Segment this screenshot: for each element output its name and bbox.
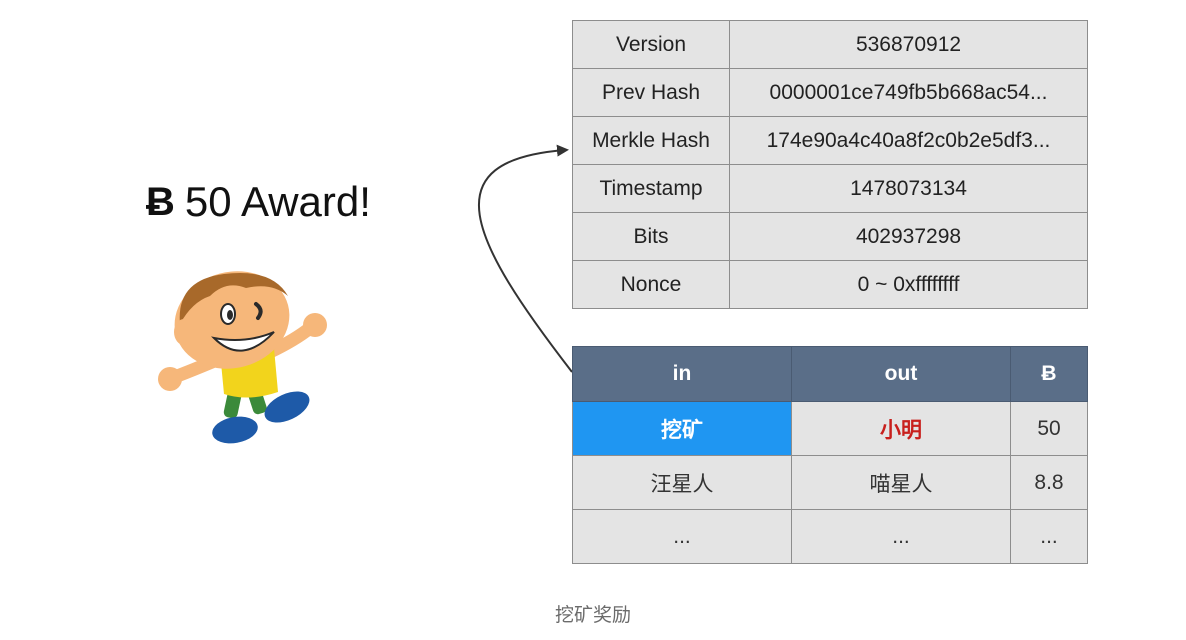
tx-output-cell: ... — [791, 509, 1011, 564]
column-header-out: out — [791, 346, 1011, 402]
table-row: Merkle Hash 174e90a4c40a8f2c0b2e5df3... — [572, 116, 1088, 165]
header-key-bits: Bits — [572, 212, 730, 261]
table-row: Version 536870912 — [572, 20, 1088, 69]
table-row: 挖矿 小明 50 — [572, 401, 1088, 456]
header-value-version: 536870912 — [729, 20, 1088, 69]
header-key-prev-hash: Prev Hash — [572, 68, 730, 117]
tx-output-cell: 喵星人 — [791, 455, 1011, 510]
table-row: 汪星人 喵星人 8.8 — [572, 455, 1088, 510]
table-row: Prev Hash 0000001ce749fb5b668ac54... — [572, 68, 1088, 117]
tx-amount-cell: 8.8 — [1010, 455, 1088, 510]
header-value-prev-hash: 0000001ce749fb5b668ac54... — [729, 68, 1088, 117]
header-value-bits: 402937298 — [729, 212, 1088, 261]
header-value-merkle-hash: 174e90a4c40a8f2c0b2e5df3... — [729, 116, 1088, 165]
bitcoin-symbol-icon: Ƀ — [146, 180, 175, 224]
block-header-table: Version 536870912 Prev Hash 0000001ce749… — [572, 20, 1088, 309]
table-row: Timestamp 1478073134 — [572, 164, 1088, 213]
tx-input-cell: 汪星人 — [572, 455, 792, 510]
happy-boy-illustration — [158, 271, 327, 444]
transaction-table: in out Ƀ 挖矿 小明 50 汪星人 喵星人 8.8 ... ... ..… — [572, 346, 1088, 564]
column-header-in: in — [572, 346, 792, 402]
header-value-timestamp: 1478073134 — [729, 164, 1088, 213]
table-row: Bits 402937298 — [572, 212, 1088, 261]
header-key-timestamp: Timestamp — [572, 164, 730, 213]
coinbase-input-cell: 挖矿 — [572, 401, 792, 456]
award-text: 50 Award! — [184, 178, 371, 225]
header-key-nonce: Nonce — [572, 260, 730, 309]
header-key-version: Version — [572, 20, 730, 69]
table-row: ... ... ... — [572, 509, 1088, 564]
header-key-merkle-hash: Merkle Hash — [572, 116, 730, 165]
tx-input-cell: ... — [572, 509, 792, 564]
table-header-row: in out Ƀ — [572, 346, 1088, 402]
figure-caption: 挖矿奖励 — [554, 605, 631, 626]
award-heading: Ƀ 50 Award! — [146, 176, 371, 228]
reward-recipient-cell: 小明 — [791, 401, 1011, 456]
header-value-nonce: 0 ~ 0xffffffff — [729, 260, 1088, 309]
reward-amount-cell: 50 — [1010, 401, 1088, 456]
tx-amount-cell: ... — [1010, 509, 1088, 564]
column-header-amount: Ƀ — [1010, 346, 1088, 402]
table-row: Nonce 0 ~ 0xffffffff — [572, 260, 1088, 309]
